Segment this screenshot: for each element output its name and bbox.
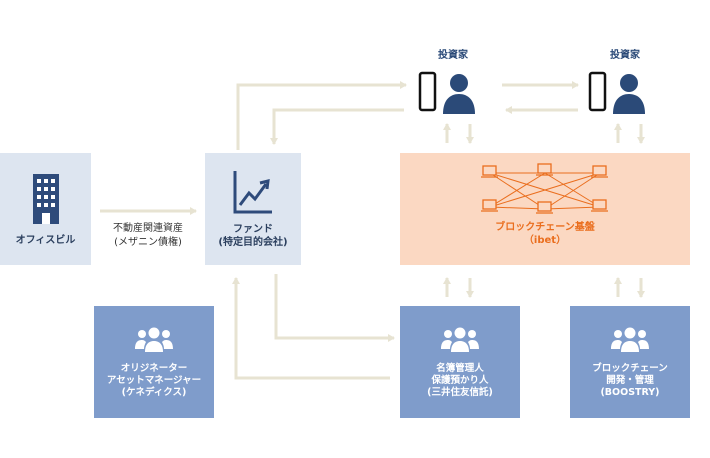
originator-line2: アセットマネージャー xyxy=(106,375,202,386)
custodian-line2: 保護預かり人 xyxy=(431,375,489,386)
investor-right-icon xyxy=(588,71,645,114)
developer-node: ブロックチェーン 開発・管理 (BOOSTRY) xyxy=(570,306,690,418)
office-building-node: オフィスビル xyxy=(0,153,91,265)
originator-line3: (ケネディクス) xyxy=(121,387,187,398)
investor-left-icon xyxy=(418,71,475,114)
developer-line2: 開発・管理 xyxy=(606,375,654,386)
fund-node: ファンド (特定目的会社) xyxy=(205,153,301,265)
fund-sublabel: (特定目的会社) xyxy=(218,237,288,248)
group-icon xyxy=(441,327,479,352)
person-icon xyxy=(620,74,638,92)
office-label: オフィスビル xyxy=(15,234,76,246)
smartphone-icon xyxy=(418,71,437,112)
asset-edge-label-line2: (メザニン債権) xyxy=(114,237,182,248)
originator-line1: オリジネーター xyxy=(120,363,188,374)
arrow-fund-to-custodian xyxy=(274,274,395,342)
chart-trend-icon xyxy=(233,171,272,214)
developer-line3: (BOOSTRY) xyxy=(600,387,660,398)
group-icon xyxy=(135,327,173,352)
blockchain-platform-node: ブロックチェーン基盤 （ibet） xyxy=(400,153,690,265)
group-icon xyxy=(611,327,649,352)
person-icon xyxy=(450,74,468,92)
blockchain-label: ブロックチェーン基盤 xyxy=(495,222,595,233)
smartphone-icon xyxy=(588,71,607,112)
investor-right-title: 投資家 xyxy=(610,50,640,61)
arrow-investor-to-fund xyxy=(270,108,404,145)
investor-left-title: 投資家 xyxy=(438,50,468,61)
arrow-custodian-to-fund xyxy=(232,277,390,380)
arrow-fund-to-investor xyxy=(236,81,407,150)
custodian-line3: (三井住友信託) xyxy=(427,387,493,398)
asset-edge-label-line1: 不動産関連資産 xyxy=(113,223,183,234)
fund-label: ファンド xyxy=(233,224,273,235)
building-icon xyxy=(32,173,59,224)
developer-line1: ブロックチェーン xyxy=(592,363,668,374)
originator-node: オリジネーター アセットマネージャー (ケネディクス) xyxy=(94,306,214,418)
blockchain-sublabel: （ibet） xyxy=(523,235,567,246)
custodian-node: 名簿管理人 保護預かり人 (三井住友信託) xyxy=(400,306,520,418)
asset-edge-label: 不動産関連資産 (メザニン債権) xyxy=(100,222,196,250)
custodian-line1: 名簿管理人 xyxy=(436,363,484,374)
network-icon xyxy=(481,163,608,214)
